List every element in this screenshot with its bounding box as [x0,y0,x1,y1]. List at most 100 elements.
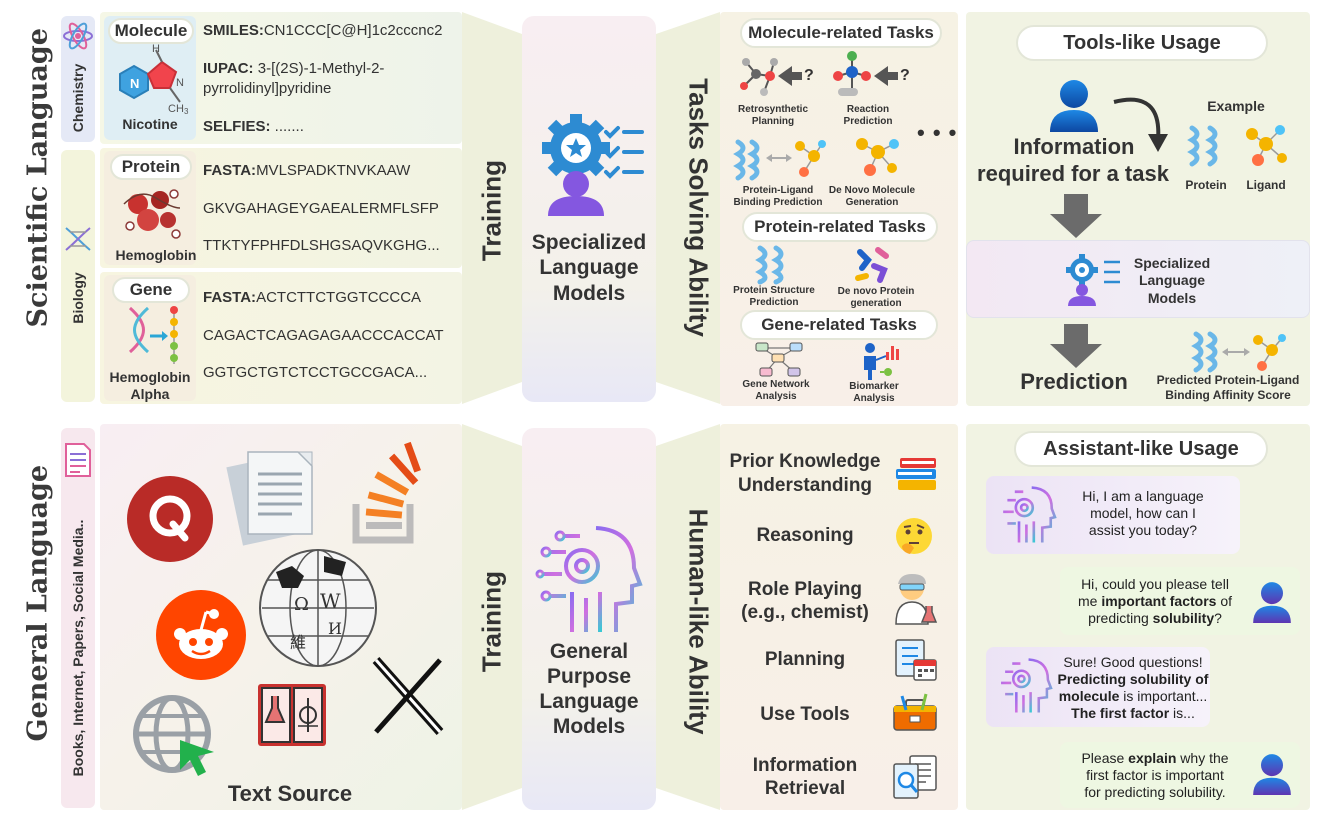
general-language-label: General Language [22,464,54,742]
general-model-panel [522,428,656,810]
iupac-line: IUPAC: 3-[(2S)-1-Methyl-2- [203,60,384,77]
b2-2c: of [1216,593,1233,609]
user-avatar-2 [1253,754,1291,795]
ability-band-bottom [656,424,720,810]
planning-icon [895,639,937,681]
iupac-label: IUPAC: [203,60,254,77]
reaction-label-2: Prediction [843,116,893,127]
protein-example-label: Protein [1185,178,1227,192]
web-globe-icon [133,695,214,776]
document-search-icon [893,755,937,799]
protein-seq-3: TTKTYFPHFDLSHGSAQVKGHG... [203,237,440,254]
b2-3a: predicting [1088,610,1153,626]
tools-usage-title: Tools-like Usage [1016,25,1268,61]
b2-3b: solubility [1152,610,1215,626]
biomarker-icon [864,343,899,380]
pred-score-1: Predicted Protein-Ligand [1156,373,1300,387]
training-label-top: Training [476,159,507,262]
atom-ch3-sub: 3 [184,107,189,116]
atom-n2: N [176,77,184,89]
dnp-label-1: De novo Protein [837,286,915,297]
b2-3c: ? [1214,610,1222,626]
ability-prior-2: Understanding [737,475,873,496]
training-label-bottom: Training [476,570,507,673]
person-icon-tools [1050,80,1098,132]
b3-line4: The first factor is... [1056,705,1210,722]
more-tasks-dots: • • • [917,120,958,145]
quora-icon [127,476,213,562]
ability-tools: Use Tools [760,704,850,725]
tasks-solving-label: Tasks Solving Ability [683,78,714,337]
down-arrow-1 [1050,194,1102,238]
sources-label: Books, Internet, Papers, Social Media.. [70,519,86,777]
assistant-usage-title: Assistant-like Usage [1014,431,1268,467]
smiles-label: SMILES: [203,22,264,39]
specialized-model-icon [542,114,644,216]
ability-ir-1: Information [752,755,858,776]
chat-text-user-1: Hi, could you please tell me important f… [1064,576,1246,630]
protein-seq-1: MVLSPADKTNVKAAW [256,162,411,179]
specialized-model-l1: Specialized [531,231,647,254]
chemistry-label: Chemistry [70,63,86,133]
chat-text-user-2: Please explain why the first factor is i… [1064,750,1246,804]
tools-model-l1: Specialized [1133,255,1211,271]
tools-model-l2: Language [1138,272,1206,288]
gene-seq-2: CAGACTCAGAGAGAACCCACCAT [203,327,444,344]
tools-usage-panel [966,12,1310,406]
user-avatar-1 [1253,582,1291,623]
x-logo-icon [372,657,444,735]
b2-line3: predicting solubility? [1064,610,1246,627]
molecule-title: Molecule [108,18,194,44]
b3-line1: Sure! Good questions! [1063,654,1203,670]
down-arrow-2 [1050,324,1102,368]
binding-score-icon [1191,331,1286,373]
svg-text:Ω: Ω [294,594,309,615]
svg-text:W: W [320,589,341,613]
protein-ligand-icon [733,139,826,181]
specialized-model-l3: Models [552,282,626,305]
b2-2b: important factors [1101,593,1217,609]
gene-seq-1: ACTCTTCTGGTCCCCA [256,289,422,306]
selfies-line: SELFIES: ....... [203,118,304,135]
retro-label-1: Retrosynthetic [737,104,808,115]
selfies-value: ....... [270,118,304,135]
specialized-model-l2: Language [539,256,639,279]
retro-label-2: Planning [751,116,795,127]
ligand-example-icon [1246,125,1287,166]
ai-avatar-1 [1003,486,1057,543]
wikipedia-globe-icon: Ω W И 維 [259,549,377,667]
ability-role-1: Role Playing [747,579,863,600]
books-icon [896,458,936,490]
smiles-line: SMILES:CN1CCC[C@H]1c2cccnc2 [203,22,442,39]
gene-tasks-title: Gene-related Tasks [740,310,938,340]
gene-seq-3: GGTGCTGTCTCCTGCCGACA... [203,364,428,381]
iupac-value-1: 3-[(2S)-1-Methyl-2- [253,60,385,77]
protein-example-icon [1187,125,1218,167]
thinking-face-icon [896,518,932,554]
b3-3b: is important... [1119,688,1208,704]
b3-line2: Predicting solubility of [1056,671,1210,688]
gene-fasta-line: FASTA:ACTCTTCTGGTCCCCA [203,289,421,306]
human-like-label: Human-like Ability [683,508,714,735]
b3-line3: molecule is important... [1056,688,1210,705]
ability-reasoning: Reasoning [756,525,854,546]
protein-fasta-line: FASTA:MVLSPADKTNVKAAW [203,162,410,179]
paper-stack-icon [226,451,313,546]
toolbox-icon [893,693,937,731]
tools-model-l3: Models [1147,290,1197,306]
general-model-l3: Language [539,690,639,713]
ability-prior-1: Prior Knowledge [729,451,881,472]
b4-1c: why the [1176,750,1229,766]
b1-line2: model, how can I [1090,505,1196,521]
science-book-icon [258,684,326,746]
ai-avatar-2 [1001,658,1053,713]
document-icon [65,443,91,477]
b3-2: Predicting solubility of [1057,671,1209,687]
chat-text-ai-2: Sure! Good questions! Predicting solubil… [1056,654,1210,724]
gene-name-2: Alpha [130,386,170,402]
atom-icon [63,22,93,50]
svg-text:И: И [328,619,342,638]
protein-title: Protein [110,154,192,180]
general-model-l1: General [549,640,629,663]
scientific-language-label: Scientific Language [22,28,54,328]
